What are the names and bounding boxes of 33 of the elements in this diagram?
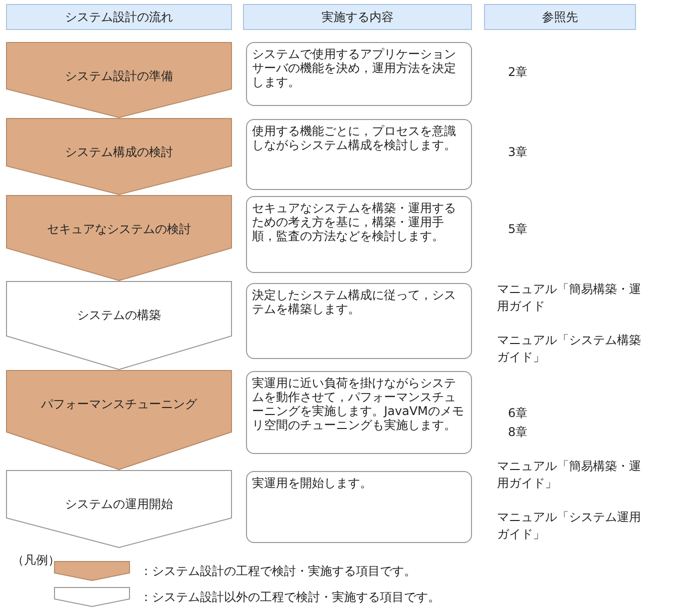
- column-header: 参照先: [484, 4, 636, 30]
- reference-text: 6章: [508, 405, 528, 422]
- description-box: システムで使用するアプリケーションサーバの機能を決め，運用方法を決定します。: [246, 42, 472, 106]
- description-box: 実運用に近い負荷を掛けながらシステムを動作させて，パフォーマンスチューニングを実施します。JavaVMのメモリ空間のチューニングも実施します。: [246, 371, 472, 454]
- step-label: システム設計の準備: [64, 68, 174, 85]
- step-label: システム構成の検討: [64, 144, 174, 161]
- reference-text: マニュアル「システム運用ガイド」: [497, 509, 642, 543]
- step-label: パフォーマンスチューニング: [40, 396, 198, 413]
- reference-text: 3章: [508, 144, 528, 161]
- reference-text: 8章: [508, 424, 528, 441]
- legend-text: ：システム設計の工程で検討・実施する項目です。: [140, 563, 416, 580]
- process-step: [6, 195, 232, 281]
- reference-text: マニュアル「システム構築ガイド」: [497, 332, 641, 366]
- reference-text: マニュアル「簡易構築・運用ガイド: [497, 281, 641, 315]
- column-header: システム設計の流れ: [6, 4, 232, 30]
- description-box: 使用する機能ごとに，プロセスを意識しながらシステム構成を検討します。: [246, 119, 472, 190]
- process-step: [6, 118, 232, 195]
- step-label: セキュアなシステムの検討: [46, 221, 192, 238]
- legend-title: （凡例）: [12, 552, 60, 569]
- description-box: 実運用を開始します。: [246, 471, 472, 543]
- process-step: [6, 370, 232, 470]
- process-step: [6, 42, 232, 118]
- process-step: [6, 470, 232, 548]
- legend-text: ：システム設計以外の工程で検討・実施する項目です。: [140, 589, 440, 606]
- column-header: 実施する内容: [243, 4, 472, 30]
- step-label: システムの構築: [76, 307, 162, 324]
- step-label: システムの運用開始: [64, 496, 174, 513]
- reference-text: マニュアル「簡易構築・運用ガイド」: [497, 458, 642, 492]
- description-box: 決定したシステム構成に従って，システムを構築します。: [246, 283, 472, 359]
- description-box: セキュアなシステムを構築・運用するための考え方を基に，構築・運用手順，監査の方法などを検討します。: [246, 196, 472, 273]
- process-step: [6, 281, 232, 370]
- reference-text: 2章: [508, 64, 528, 81]
- reference-text: 5章: [508, 221, 528, 238]
